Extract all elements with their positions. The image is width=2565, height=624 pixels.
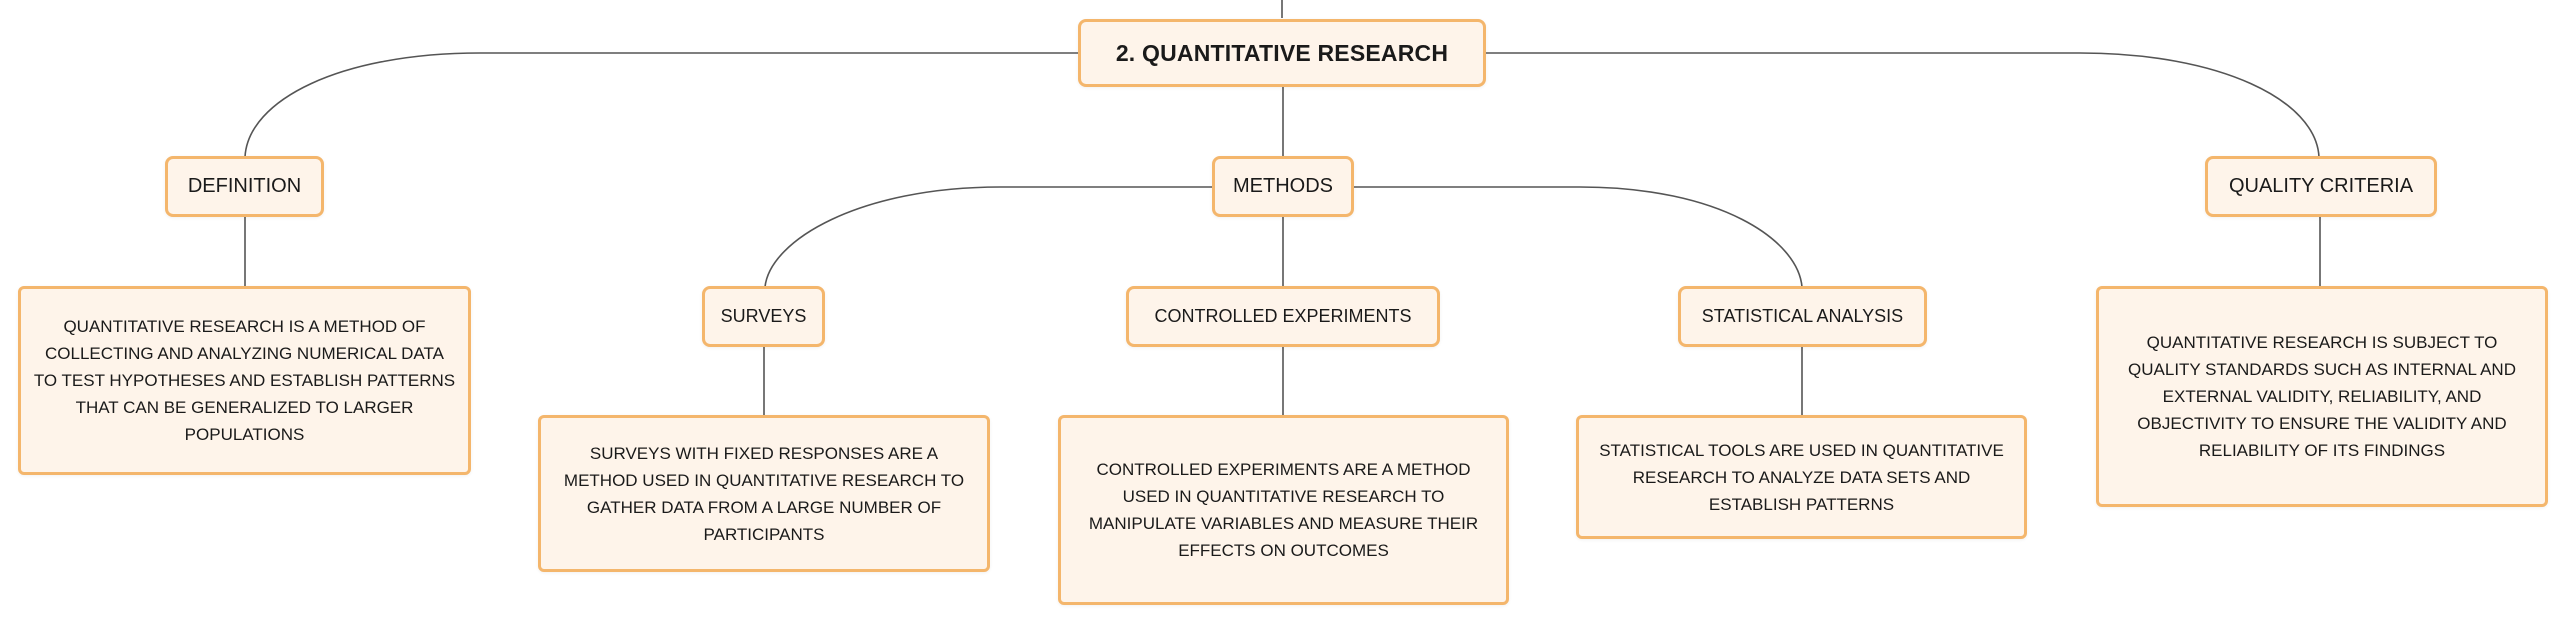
statistical-analysis-node[interactable]: STATISTICAL ANALYSIS bbox=[1678, 286, 1927, 347]
quality-criteria-text: QUANTITATIVE RESEARCH IS SUBJECT TO QUAL… bbox=[2128, 333, 2516, 460]
methods-label: METHODS bbox=[1233, 175, 1333, 197]
surveys-text-node[interactable]: SURVEYS WITH FIXED RESPONSES ARE A METHO… bbox=[538, 415, 990, 572]
controlled-experiments-label: CONTROLLED EXPERIMENTS bbox=[1154, 306, 1412, 326]
definition-text: QUANTITATIVE RESEARCH IS A METHOD OF COL… bbox=[33, 317, 456, 444]
connector-root-to-quality bbox=[1486, 52, 2320, 158]
connector-root-to-definition bbox=[244, 52, 1078, 158]
statistical-analysis-label: STATISTICAL ANALYSIS bbox=[1701, 306, 1904, 326]
quality-criteria-label: QUALITY CRITERIA bbox=[2228, 175, 2414, 197]
definition-text-node[interactable]: QUANTITATIVE RESEARCH IS A METHOD OF COL… bbox=[18, 286, 471, 475]
surveys-text: SURVEYS WITH FIXED RESPONSES ARE A METHO… bbox=[563, 443, 965, 544]
root-node[interactable]: 2. QUANTITATIVE RESEARCH bbox=[1078, 19, 1486, 87]
definition-node[interactable]: DEFINITION bbox=[165, 156, 324, 217]
controlled-experiments-text: CONTROLLED EXPERIMENTS ARE A METHOD USED… bbox=[1088, 460, 1479, 560]
controlled-experiments-node[interactable]: CONTROLLED EXPERIMENTS bbox=[1126, 286, 1440, 347]
methods-node[interactable]: METHODS bbox=[1212, 156, 1354, 217]
connector-methods-to-surveys bbox=[764, 186, 1213, 288]
surveys-label: SURVEYS bbox=[720, 306, 807, 326]
quality-criteria-text-node[interactable]: QUANTITATIVE RESEARCH IS SUBJECT TO QUAL… bbox=[2096, 286, 2548, 507]
connector-methods-to-statistical bbox=[1353, 186, 1803, 288]
root-label: 2. QUANTITATIVE RESEARCH bbox=[1115, 39, 1449, 66]
definition-label: DEFINITION bbox=[187, 175, 302, 197]
controlled-experiments-text-node[interactable]: CONTROLLED EXPERIMENTS ARE A METHOD USED… bbox=[1058, 415, 1509, 605]
statistical-analysis-text-node[interactable]: STATISTICAL TOOLS ARE USED IN QUANTITATI… bbox=[1576, 415, 2027, 539]
quality-criteria-node[interactable]: QUALITY CRITERIA bbox=[2205, 156, 2437, 217]
surveys-node[interactable]: SURVEYS bbox=[702, 286, 825, 347]
statistical-analysis-text: STATISTICAL TOOLS ARE USED IN QUANTITATI… bbox=[1599, 440, 2004, 514]
